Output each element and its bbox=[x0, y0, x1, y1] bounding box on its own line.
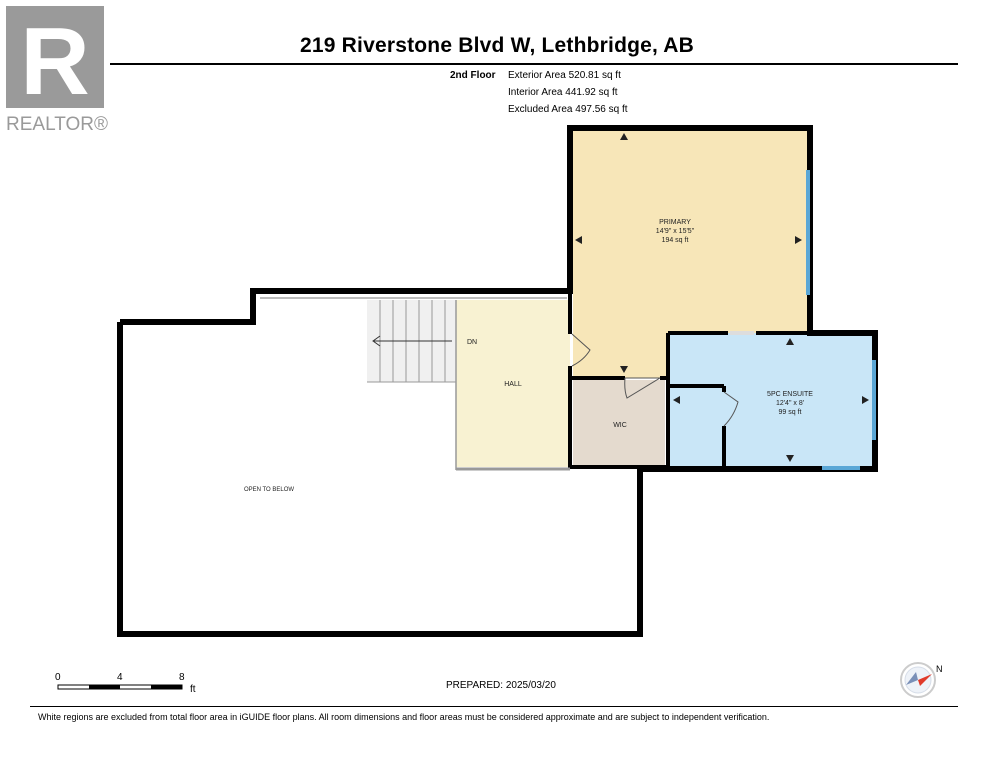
interior-area: Interior Area 441.92 sq ft bbox=[508, 87, 618, 98]
exterior-area: Exterior Area 520.81 sq ft bbox=[508, 70, 621, 81]
svg-text:R: R bbox=[20, 8, 89, 115]
ensuite-area: 99 sq ft bbox=[779, 409, 802, 416]
primary-area: 194 sq ft bbox=[662, 237, 689, 244]
stairs-label: DN bbox=[467, 339, 477, 346]
disclaimer: White regions are excluded from total fl… bbox=[38, 712, 770, 722]
interior-walls bbox=[568, 291, 810, 469]
realtor-logo: R REALTOR® bbox=[6, 6, 108, 134]
ensuite-label: 5PC ENSUITE bbox=[767, 391, 813, 398]
excluded-area: Excluded Area 497.56 sq ft bbox=[508, 104, 628, 115]
dimension-arrows bbox=[575, 133, 869, 462]
scale-unit: ft bbox=[190, 684, 196, 695]
ensuite-fill bbox=[668, 333, 875, 467]
scale-bar: 0 4 8 ft bbox=[55, 672, 196, 695]
open-to-below-label: OPEN TO BELOW bbox=[244, 487, 294, 493]
stair-arrow-head bbox=[372, 335, 381, 347]
page-title: 219 Riverstone Blvd W, Lethbridge, AB bbox=[300, 34, 695, 57]
prepared-date: PREPARED: 2025/03/20 bbox=[446, 680, 556, 691]
scale-tick-4: 4 bbox=[117, 672, 123, 683]
title-divider bbox=[110, 63, 958, 65]
footer-divider bbox=[30, 706, 958, 707]
ensuite-dims: 12'4" x 8' bbox=[776, 400, 804, 407]
scale-tick-8: 8 bbox=[179, 672, 185, 683]
wic-fill bbox=[573, 380, 665, 466]
compass-icon: N bbox=[900, 662, 943, 698]
door-swings bbox=[571, 333, 739, 427]
primary-label: PRIMARY bbox=[659, 219, 691, 226]
primary-dims: 14'9" x 15'5" bbox=[656, 228, 695, 235]
compass-north-label: N bbox=[936, 664, 943, 674]
hall-fill bbox=[456, 300, 570, 467]
scale-tick-0: 0 bbox=[55, 672, 61, 683]
realtor-wordmark: REALTOR® bbox=[6, 114, 108, 134]
floor-label: 2nd Floor bbox=[450, 70, 496, 81]
windows bbox=[806, 170, 876, 470]
wic-label: WIC bbox=[613, 422, 627, 429]
hall-label: HALL bbox=[504, 381, 522, 388]
